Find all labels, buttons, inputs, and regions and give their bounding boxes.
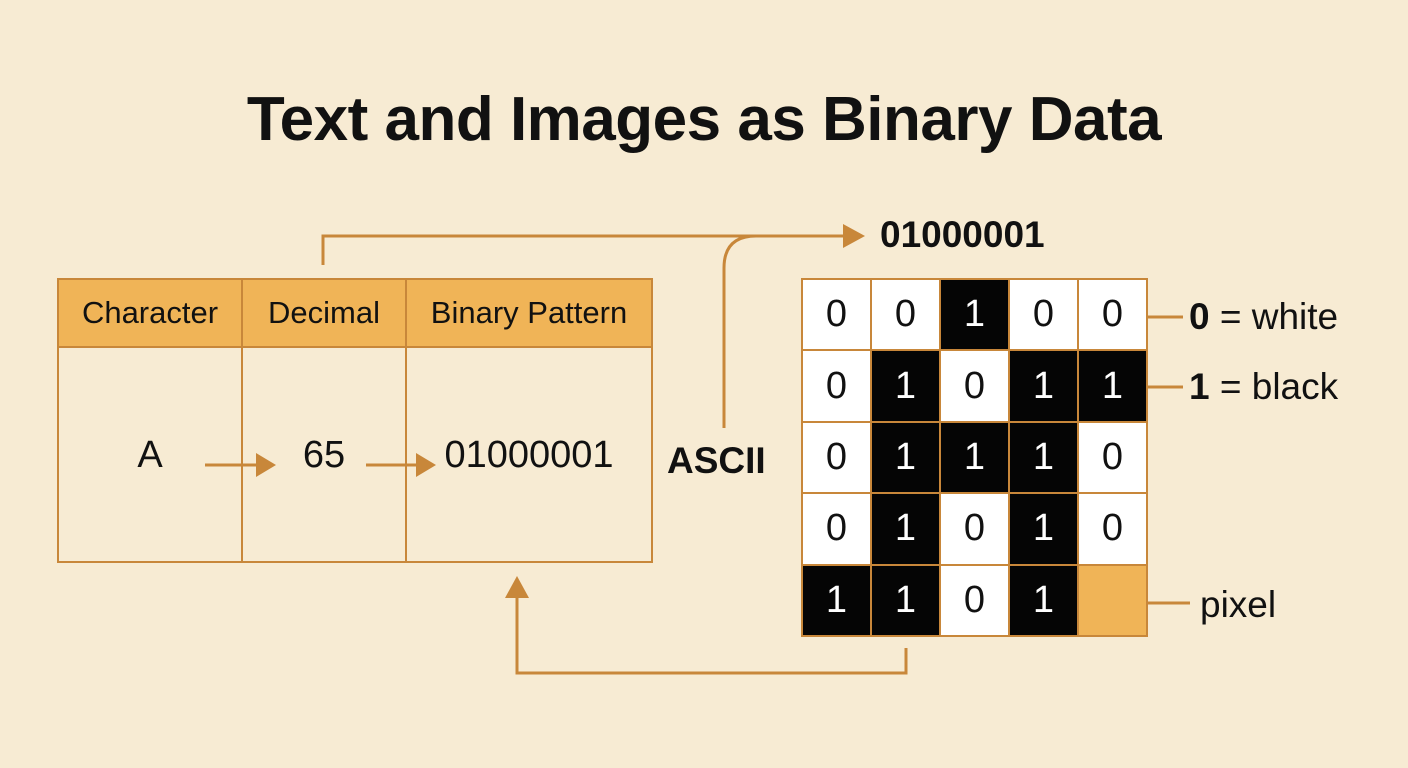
arrow-decimal-to-binary [321, 234, 843, 265]
pixel-cell: 0 [803, 351, 870, 421]
legend-zero-key: 0 [1189, 296, 1210, 337]
pixel-cell: 1 [1010, 422, 1077, 493]
legend-one-key: 1 [1189, 366, 1210, 407]
arrowhead-up [505, 576, 529, 598]
cell-character: A [59, 348, 243, 561]
cell-binary-pattern: 01000001 [444, 434, 614, 476]
pixel-cell: 0 [803, 280, 870, 350]
arrowhead-char [256, 453, 276, 477]
pixel-cell: 0 [941, 351, 1008, 421]
pixel-cell: 0 [1079, 280, 1146, 350]
pixel-cell: 0 [941, 565, 1008, 635]
pixel-cell [1079, 565, 1146, 635]
pixel-cell: 1 [803, 565, 870, 635]
pixel-cell: 1 [872, 351, 939, 421]
ascii-label: ASCII [667, 440, 766, 481]
pixel-cell: 1 [872, 565, 939, 635]
pixel-cell: 0 [1079, 422, 1146, 493]
arrowhead-top [843, 224, 865, 248]
pixel-cell: 1 [872, 494, 939, 564]
pixel-cell: 1 [1010, 351, 1077, 421]
pixel-cell: 0 [872, 280, 939, 350]
ascii-table: Character Decimal Binary Pattern A 65 01… [57, 278, 653, 563]
page-title: Text and Images as Binary Data [246, 85, 1162, 154]
pixel-cell: 1 [1079, 351, 1146, 421]
pixel-cell: 0 [803, 422, 870, 493]
pixel-cell: 0 [803, 494, 870, 564]
arrow-grid-to-table [515, 598, 908, 675]
pixel-cell: 0 [941, 494, 1008, 564]
legend-one-text: = black [1209, 366, 1339, 407]
pixel-cell: 0 [1079, 494, 1146, 564]
arrowhead-decimal [416, 453, 436, 477]
pixel-cell: 1 [1010, 494, 1077, 564]
header-binary-pattern: Binary Pattern [407, 280, 651, 348]
pixel-cell: 1 [1010, 565, 1077, 635]
pixel-cell: 1 [872, 422, 939, 493]
pixel-cell: 1 [941, 280, 1008, 350]
legend-black: 1 = black [1189, 366, 1338, 408]
header-character: Character [59, 280, 243, 348]
cell-decimal: 65 [243, 348, 407, 561]
arrow-ascii-to-binary [722, 234, 757, 428]
header-decimal: Decimal [243, 280, 407, 348]
pixel-label: pixel [1200, 584, 1277, 625]
legend-zero-text: = white [1209, 296, 1339, 337]
pixel-cell: 0 [1010, 280, 1077, 350]
pixel-cell: 1 [941, 422, 1008, 493]
binary-value-label: 01000001 [880, 214, 1045, 255]
legend-white: 0 = white [1189, 296, 1338, 338]
